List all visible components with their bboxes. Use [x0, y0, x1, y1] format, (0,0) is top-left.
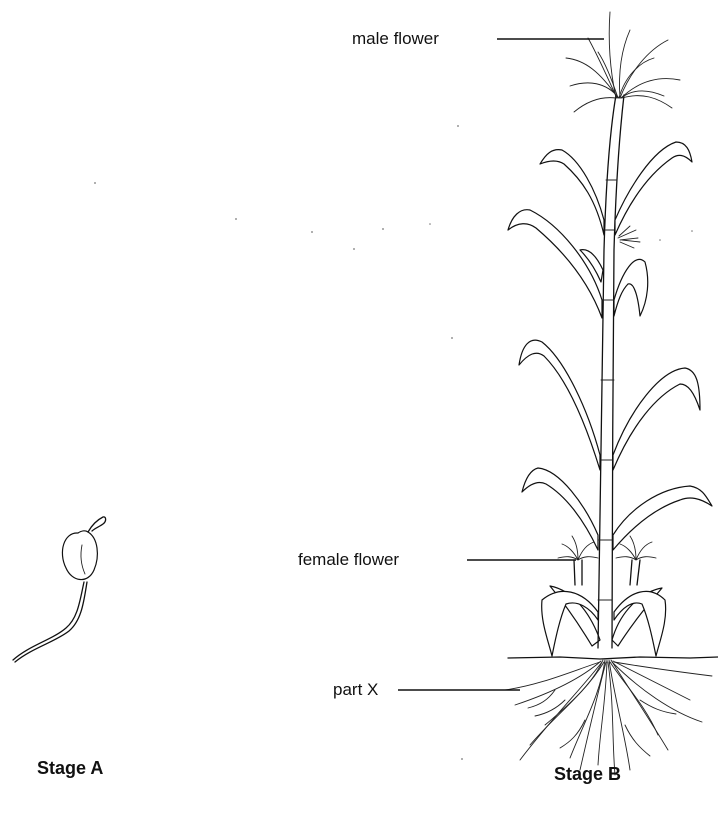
label-part-x: part X: [333, 680, 520, 699]
stage-a-caption: Stage A: [37, 758, 103, 778]
part-x-label: part X: [333, 680, 378, 699]
female-flower-label: female flower: [298, 550, 399, 569]
germinating-seed: [13, 517, 106, 662]
label-female-flower: female flower: [298, 550, 576, 569]
male-flower-tassel: [566, 12, 680, 112]
root-system: [505, 660, 712, 775]
label-male-flower: male flower: [352, 29, 604, 48]
ground-line: [508, 657, 718, 659]
maize-plant: [505, 12, 718, 775]
male-flower-label: male flower: [352, 29, 439, 48]
stage-b-caption: Stage B: [554, 764, 621, 784]
